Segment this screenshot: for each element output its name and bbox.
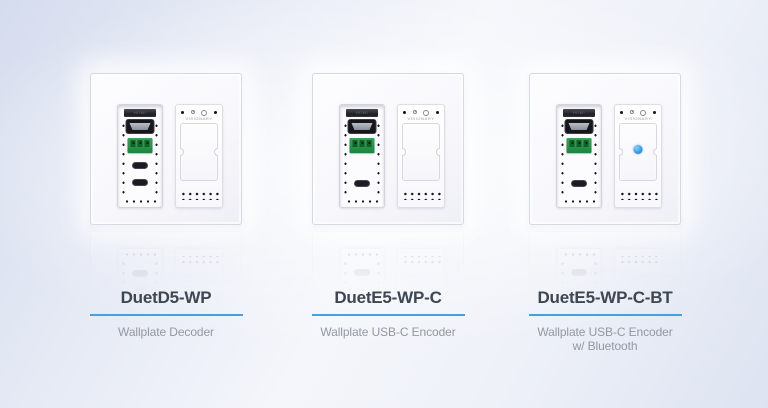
hdmi-port [126, 120, 154, 133]
terminal-pin [130, 140, 136, 147]
product-model-name: DuetE5-WP-C [334, 288, 442, 307]
screw-hole-dots [594, 121, 597, 197]
product-model-name: DuetE5-WP-C-BT [537, 288, 673, 307]
hdmi-port-label-strip: HDMI [346, 109, 378, 117]
power-icon [190, 109, 195, 114]
usb-c-port [133, 180, 147, 185]
ir-signal-icon [423, 110, 430, 116]
screw-hole-dots [345, 200, 379, 203]
control-module: visionary [175, 104, 223, 208]
brand-logo: visionary [624, 116, 652, 121]
product-description: Wallplate Decoder [118, 325, 214, 339]
phoenix-terminal-block [566, 138, 592, 153]
cover-notch [653, 148, 657, 156]
cover-notch [402, 148, 406, 156]
terminal-pin [359, 140, 365, 147]
product-label: DuetE5-WP-C Wallplate USB-C Encoder [288, 289, 488, 339]
status-led-icon [181, 110, 184, 114]
status-led-icon [620, 110, 623, 114]
phoenix-terminal-block [127, 138, 153, 153]
product-label: DuetE5-WP-C-BT Wallplate USB-C Encoder w… [505, 289, 705, 353]
product-card-duete5-wp-c-bt: HDMI vision [505, 73, 705, 353]
screw-hole-dots [122, 121, 125, 197]
divider-line [311, 314, 465, 316]
status-indicator-row [181, 109, 217, 116]
divider-line [89, 314, 243, 316]
wallplate-device-photo: HDMI vision [312, 73, 464, 225]
wallplate-device-photo: HDMI vision [90, 73, 242, 225]
hdmi-port-label-strip: HDMI [563, 109, 595, 117]
blank-cover-plate [402, 123, 440, 181]
hdmi-connector-icon [129, 123, 151, 130]
status-led-icon [403, 110, 406, 114]
hdmi-port-label-strip: HDMI [124, 109, 156, 117]
status-led-icon [213, 110, 217, 114]
vent-hole-grid [618, 190, 658, 200]
screw-hole-dots [377, 121, 380, 197]
product-model-name: DuetD5-WP [120, 288, 212, 307]
control-module: visionary [397, 104, 445, 208]
product-card-duete5-wp-c: HDMI vision [288, 73, 488, 339]
cover-notch [436, 148, 440, 156]
screw-hole-dots [123, 200, 157, 203]
brand-logo: visionary [185, 116, 213, 121]
status-led-icon [652, 110, 656, 114]
terminal-pin [583, 140, 589, 147]
screw-hole-dots [561, 121, 564, 197]
screw-hole-dots [344, 121, 347, 197]
status-indicator-row [403, 109, 439, 116]
terminal-pin [366, 140, 372, 147]
cover-notch [180, 148, 184, 156]
hdmi-port [348, 120, 376, 133]
hdmi-connector-icon [568, 123, 590, 130]
usb-c-port [572, 181, 586, 186]
status-indicator-row [620, 109, 656, 116]
status-led-icon [435, 110, 439, 114]
blank-cover-plate [180, 123, 218, 181]
power-icon [629, 109, 634, 114]
hdmi-connector-icon [351, 123, 373, 130]
control-module: visionary [614, 104, 662, 208]
usb-c-port [355, 181, 369, 186]
hdmi-port [565, 120, 593, 133]
av-port-module: HDMI [339, 104, 385, 208]
product-card-duetd5-wp: HDMI vision [66, 73, 266, 339]
cover-notch [214, 148, 218, 156]
cover-notch [619, 148, 623, 156]
terminal-pin [569, 140, 575, 147]
power-icon [412, 109, 417, 114]
product-description: Wallplate USB-C Encoder [537, 325, 673, 339]
terminal-pin [144, 140, 150, 147]
product-description: Wallplate USB-C Encoder [320, 325, 456, 339]
bluetooth-button [633, 145, 643, 154]
av-port-module: HDMI [556, 104, 602, 208]
wallplate-device-photo: HDMI vision [529, 73, 681, 225]
product-label: DuetD5-WP Wallplate Decoder [66, 289, 266, 339]
product-description-line2: w/ Bluetooth [572, 339, 638, 353]
usb-c-port [133, 163, 147, 168]
terminal-pin [576, 140, 582, 147]
terminal-pin [352, 140, 358, 147]
terminal-pin [137, 140, 143, 147]
vent-hole-grid [179, 190, 219, 200]
phoenix-terminal-block [349, 138, 375, 153]
screw-hole-dots [155, 121, 158, 197]
blank-cover-plate [619, 123, 657, 181]
screw-hole-dots [562, 200, 596, 203]
divider-line [528, 314, 682, 316]
ir-signal-icon [201, 110, 208, 116]
av-port-module: HDMI [117, 104, 163, 208]
ir-signal-icon [640, 110, 647, 116]
brand-logo: visionary [407, 116, 435, 121]
vent-hole-grid [401, 190, 441, 200]
